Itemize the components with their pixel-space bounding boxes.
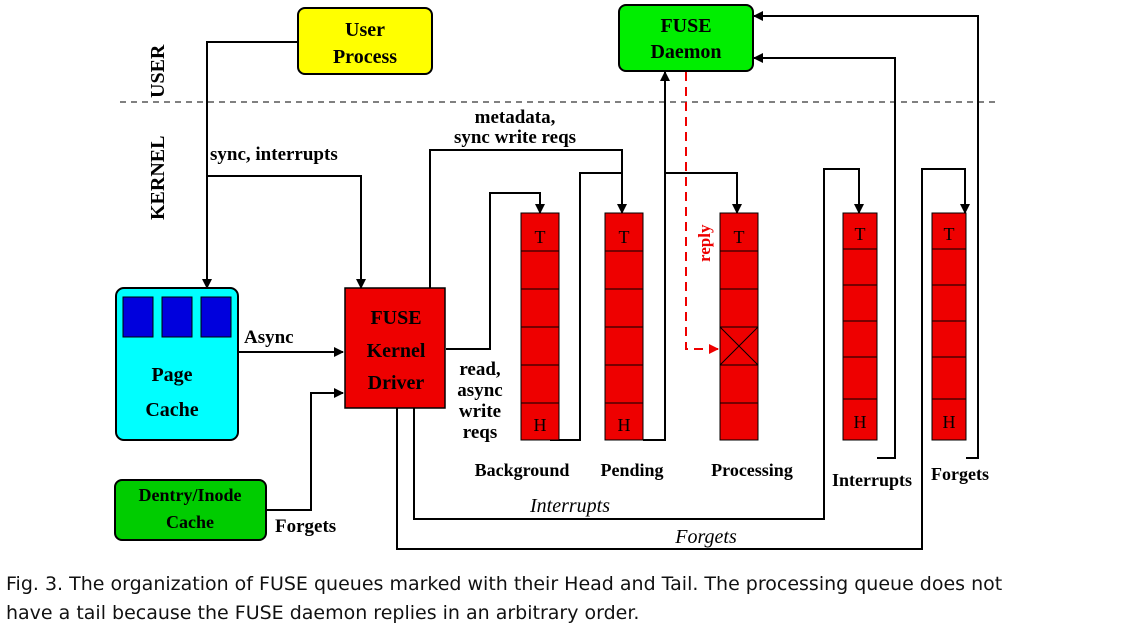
sync-write-reqs-label: sync write reqs (454, 127, 576, 148)
queue-tail-marker: T (619, 227, 630, 247)
svg-text:Page: Page (151, 364, 192, 386)
queue-head-marker: H (943, 412, 956, 432)
interrupts-path-label: Interrupts (529, 495, 610, 517)
queue-name-pending: Pending (600, 460, 663, 480)
queue-head-marker: H (854, 412, 867, 432)
queue-name-background: Background (475, 460, 570, 480)
queue-pending: T H (604, 212, 644, 441)
cache-page-block (122, 296, 154, 338)
metadata-label: metadata, (475, 107, 556, 128)
connectors (202, 11, 979, 550)
queue-tail-marker: T (855, 224, 866, 244)
svg-text:User: User (345, 19, 385, 41)
queue-background: T H (520, 212, 560, 441)
reply-label: reply (695, 224, 714, 262)
svg-text:Cache: Cache (145, 399, 198, 421)
queue-tail-marker: T (734, 227, 745, 247)
queue-name-interrupts: Interrupts (832, 470, 912, 490)
kernel-region-label: KERNEL (147, 136, 169, 220)
svg-text:FUSE: FUSE (370, 307, 421, 329)
queue-head-marker: H (534, 415, 547, 435)
svg-text:Process: Process (333, 46, 397, 68)
async-label: Async (244, 327, 294, 348)
queue-name-processing: Processing (711, 460, 793, 480)
async-reqs-label: async (457, 380, 502, 401)
queue-tail-marker: T (944, 224, 955, 244)
forgets-path-label: Forgets (674, 526, 737, 548)
svg-text:Driver: Driver (368, 372, 425, 394)
queue-processing: T (719, 212, 759, 441)
reqs-label: reqs (463, 422, 497, 443)
svg-text:Cache: Cache (166, 512, 214, 532)
queue-tail-marker: T (535, 227, 546, 247)
reply-arrow (685, 72, 719, 354)
svg-text:Dentry/Inode: Dentry/Inode (139, 485, 242, 505)
read-label: read, (459, 359, 501, 380)
dentry-inode-cache-node: Dentry/Inode Cache (114, 479, 267, 541)
user-process-node: User Process (297, 7, 433, 75)
svg-text:FUSE: FUSE (660, 15, 711, 37)
figure-caption-line2: have a tail because the FUSE daemon repl… (6, 602, 639, 624)
user-region-label: USER (147, 44, 169, 98)
svg-text:Daemon: Daemon (650, 41, 721, 63)
queue-interrupts: T H (842, 212, 878, 441)
figure-caption-line1: Fig. 3. The organization of FUSE queues … (6, 573, 1002, 595)
queue-name-forgets: Forgets (931, 464, 989, 484)
write-label: write (459, 401, 501, 422)
page-cache-node: Page Cache (115, 287, 239, 441)
queue-head-marker: H (618, 415, 631, 435)
cache-page-block (161, 296, 193, 338)
fuse-daemon-node: FUSE Daemon (618, 4, 754, 72)
svg-text:Kernel: Kernel (367, 340, 426, 362)
forgets-dentry-label: Forgets (275, 516, 336, 537)
sync-interrupts-label: sync, interrupts (210, 144, 338, 165)
fuse-kernel-driver-node: FUSE Kernel Driver (344, 287, 446, 409)
queue-forgets: T H (931, 212, 967, 441)
cache-page-block (200, 296, 232, 338)
